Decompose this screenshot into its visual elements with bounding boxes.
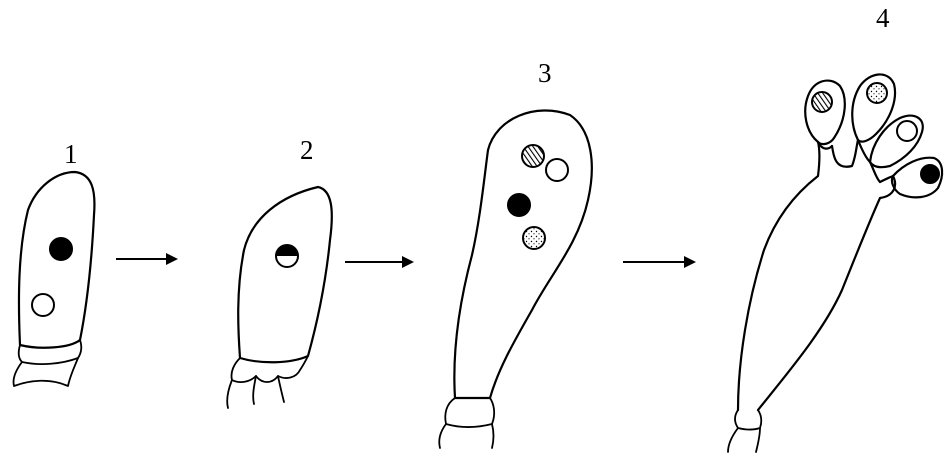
arrow-3 [623,256,696,268]
stage-label-1: 1 [64,139,78,169]
nucleus-solid-1 [50,238,72,260]
arrow-1 [116,253,178,265]
nucleus-dividing-half-2 [276,245,298,256]
nucleus-solid-3 [508,194,530,216]
nucleus-hatched-3 [522,145,544,167]
branch-outline-4 [818,140,893,182]
nucleus-open-4 [897,121,917,141]
basal-cell-3 [445,398,494,427]
cell-body-4 [738,140,895,410]
stage-4: 4 [728,3,942,452]
basal-cell-4 [735,410,761,430]
nucleus-open-3 [546,159,568,181]
stage-label-3: 3 [538,58,552,88]
stage-3: 3 [439,58,592,448]
nucleus-dotted-4 [867,83,887,103]
nucleus-hatched-4 [812,92,832,112]
nucleus-open-1 [32,294,54,316]
stage-1: 1 [13,139,94,386]
stage-2: 2 [227,135,332,408]
stage-label-2: 2 [300,135,314,165]
stage-label-4: 4 [876,3,890,33]
stalk-4 [728,428,760,452]
cell-body-2 [238,187,332,362]
arrow-2 [345,256,414,268]
nucleus-dotted-3 [523,227,545,249]
nucleus-solid-4 [921,165,939,183]
